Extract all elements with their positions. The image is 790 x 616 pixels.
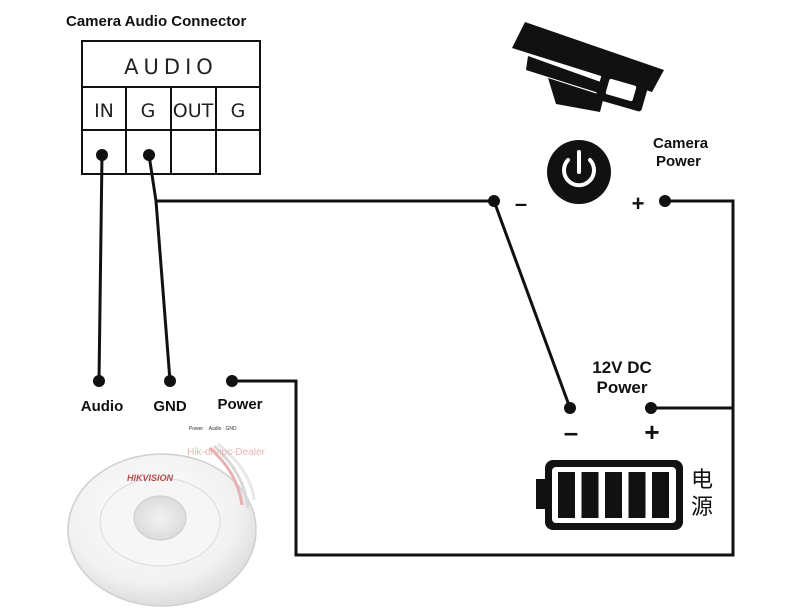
wires (97, 154, 735, 557)
mic-audio-dot (93, 375, 105, 387)
camera-minus-sign: – (515, 191, 527, 216)
power-button-icon (547, 140, 611, 204)
dc-minus-sign: – (564, 417, 578, 447)
audio-connector-block: Camera Audio Connector AUDIO IN G OUT G (66, 13, 261, 175)
dc-plus-dot (645, 402, 657, 414)
connector-title: Camera Audio Connector (66, 13, 246, 30)
battery-bar (628, 472, 646, 518)
wire-positive-loop (232, 199, 735, 557)
wire-tag-power: Power (189, 426, 204, 432)
camera-power-label-2: Power (656, 153, 701, 170)
security-camera-icon (512, 22, 664, 112)
mic-label-audio: Audio (81, 398, 124, 415)
mic-label-power: Power (217, 396, 262, 413)
wire-audio (97, 154, 104, 382)
battery-bar (652, 472, 669, 518)
camera-minus-dot (488, 195, 500, 207)
dc-cn-char-1: 电 (691, 468, 713, 493)
battery-icon (536, 460, 683, 530)
pin-label-g2: G (231, 100, 246, 122)
battery-charge-bars (558, 472, 669, 518)
mic-power-dot (226, 375, 238, 387)
terminal-dots (93, 149, 671, 414)
battery-bar (581, 472, 599, 518)
mic-label-gnd: GND (153, 398, 187, 415)
mic-brand-logo: HIKVISION (127, 473, 174, 483)
wire-negative (492, 200, 572, 409)
pin-label-in: IN (94, 100, 114, 122)
connector-header-audio: AUDIO (124, 55, 218, 79)
pin-dot-g (143, 149, 155, 161)
dc-plus-sign: + (644, 417, 659, 447)
pin-label-out: OUT (173, 100, 214, 122)
pin-dot-in (96, 149, 108, 161)
dc-minus-dot (564, 402, 576, 414)
microphone-device: HIKVISION Hik-dh-ipc-Dealer Power Audio … (67, 426, 266, 607)
battery-bar (605, 472, 622, 518)
dc-cn-char-2: 源 (691, 495, 713, 520)
wire-gnd-mic (154, 200, 172, 382)
battery-bar (558, 472, 575, 518)
wire-gnd-to-junction (147, 154, 494, 203)
camera-plus-dot (659, 195, 671, 207)
wire-tag-audio: Audio (209, 426, 222, 432)
mic-gnd-dot (164, 375, 176, 387)
camera-plus-sign: + (632, 191, 645, 216)
camera-power-label-1: Camera (653, 135, 709, 152)
dc-power-label-1: 12V DC (592, 358, 652, 377)
pin-label-g1: G (141, 100, 156, 122)
dc-power-label-2: Power (596, 378, 647, 397)
watermark-text: Hik-dh-ipc-Dealer (187, 447, 265, 458)
wire-tag-gnd: GND (225, 426, 237, 432)
